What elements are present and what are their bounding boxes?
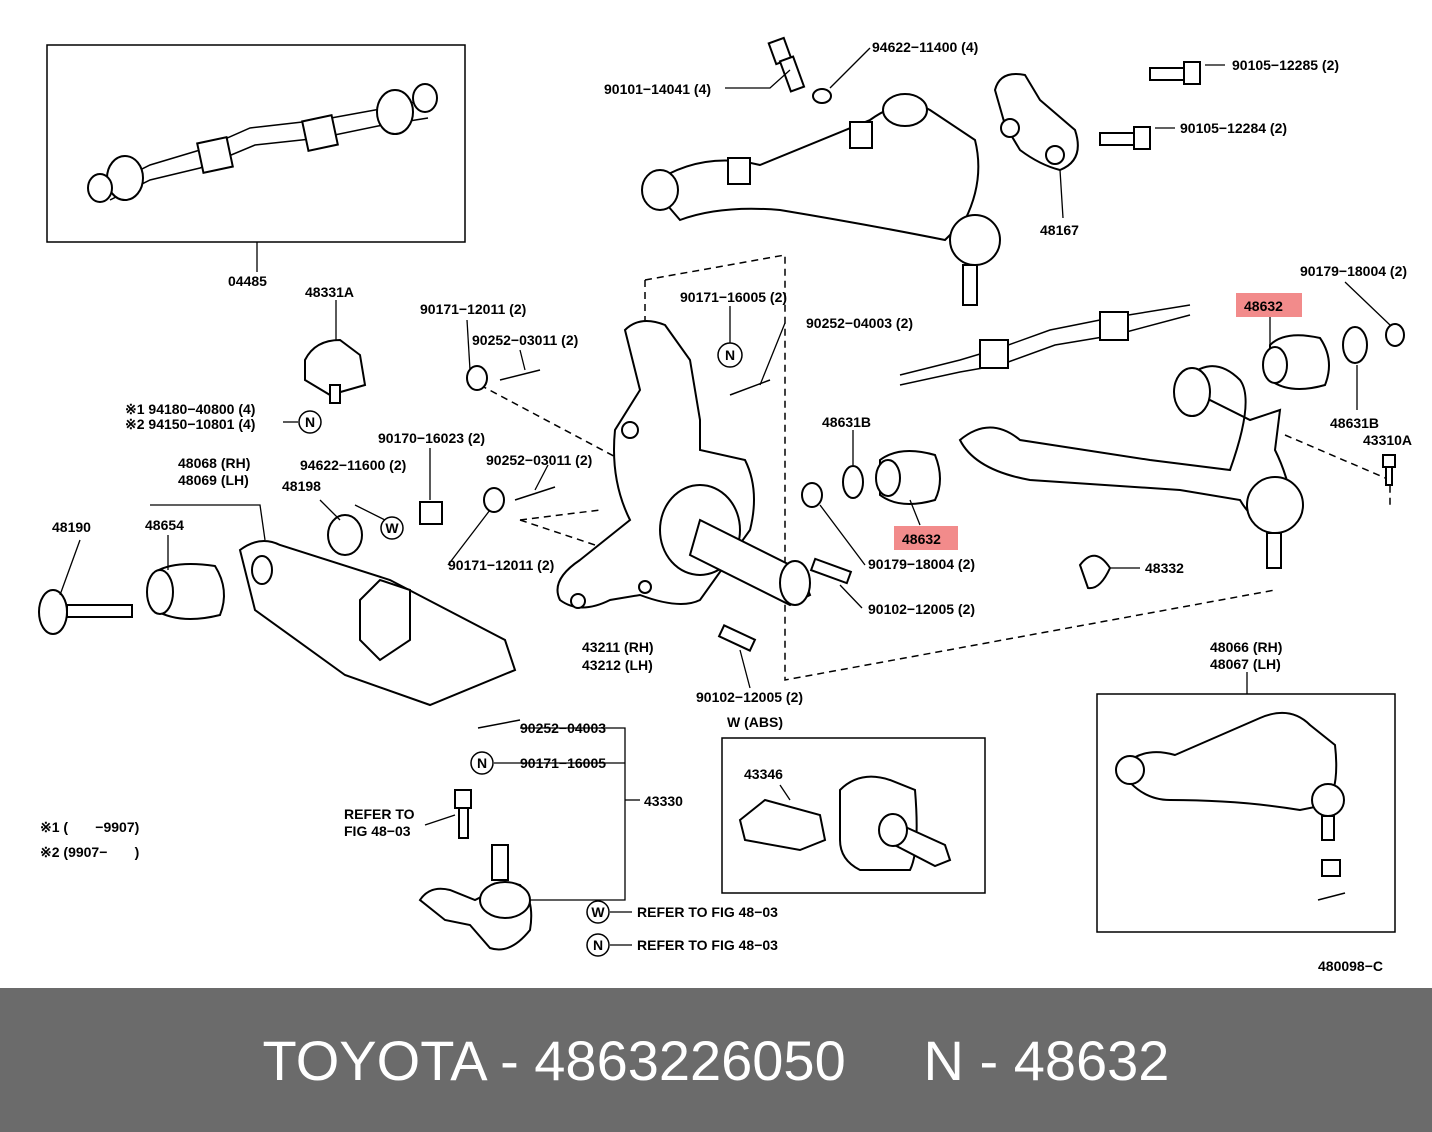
marker-w-2: W	[586, 900, 610, 924]
label-figure-id: 480098−C	[1318, 958, 1383, 974]
upper-arm-assembly-box	[1096, 693, 1396, 933]
label-43212: 43212 (LH)	[582, 657, 653, 673]
label-90105-12285: 90105−12285 (2)	[1232, 57, 1339, 73]
parts-diagram: N N W N W N	[38, 36, 1412, 974]
label-w-abs: W (ABS)	[727, 714, 783, 730]
footer-part-number: TOYOTA - 4863226050 N - 48632	[262, 1028, 1170, 1092]
label-90102-12005-bottom: 90102−12005 (2)	[696, 689, 803, 705]
bolts-90105-drawing	[1099, 61, 1201, 150]
lower-arm-drawing	[238, 540, 517, 707]
label-90171-16005: 90171−16005 (2)	[680, 289, 787, 305]
svg-text:N: N	[593, 937, 603, 953]
label-48069: 48069 (LH)	[178, 472, 249, 488]
label-refer-to: REFER TO	[344, 806, 415, 822]
svg-text:N: N	[725, 347, 735, 363]
label-48066: 48066 (RH)	[1210, 639, 1282, 655]
upper-arm-assembly-drawing	[1115, 711, 1346, 901]
stabilizer-bar-drawing	[87, 83, 438, 203]
label-90105-12284: 90105−12284 (2)	[1180, 120, 1287, 136]
label-48631B-right: 48631B	[1330, 415, 1379, 431]
ball-joint-43330-drawing	[418, 719, 533, 951]
label-43346: 43346	[744, 766, 783, 782]
label-90171-16005-b: 90171−16005	[520, 755, 606, 771]
label-90171-12011-b: 90171−12011 (2)	[448, 557, 554, 573]
label-refer-n: REFER TO FIG 48−03	[637, 937, 778, 953]
marker-n-2: N	[298, 410, 322, 434]
bushing-48632-mid-drawing	[801, 450, 941, 508]
washer-94622-drawing	[419, 501, 443, 525]
label-note-2: ※2 (9907− )	[40, 844, 139, 860]
label-48654: 48654	[145, 517, 184, 533]
label-90179-18004-mid: 90179−18004 (2)	[868, 556, 975, 572]
label-90252-04003: 90252−04003 (2)	[806, 315, 913, 331]
label-48190: 48190	[52, 519, 91, 535]
label-48068: 48068 (RH)	[178, 455, 250, 471]
svg-text:N: N	[305, 414, 315, 430]
upper-arm-top-drawing	[641, 93, 1001, 306]
abs-sensor-drawing	[738, 775, 952, 871]
label-90171-12011-a: 90171−12011 (2)	[420, 301, 526, 317]
marker-n-4: N	[586, 933, 610, 957]
footer-bar: TOYOTA - 4863226050 N - 48632	[0, 988, 1432, 1132]
label-48632-top: 48632	[1244, 298, 1283, 314]
marker-n-1: N	[717, 342, 743, 368]
bushing-48632-top-drawing	[1262, 323, 1405, 390]
label-94622-11400: 94622−11400 (4)	[872, 39, 978, 55]
label-90252-03011-b: 90252−03011 (2)	[486, 452, 592, 468]
label-43330: 43330	[644, 793, 683, 809]
label-48632-mid: 48632	[902, 531, 941, 547]
highlight-48632-top	[1236, 293, 1302, 317]
bushing-48654-drawing	[146, 563, 225, 620]
label-note-1: ※1 ( −9907)	[40, 819, 139, 835]
label-90252-03011-a: 90252−03011 (2)	[472, 332, 578, 348]
label-90179-18004-top: 90179−18004 (2)	[1300, 263, 1407, 279]
label-94150-10801: ※2 94150−10801 (4)	[125, 416, 255, 432]
label-fig-48-03: FIG 48−03	[344, 823, 411, 839]
label-refer-w: REFER TO FIG 48−03	[637, 904, 778, 920]
label-94180-40800: ※1 94180−40800 (4)	[125, 401, 255, 417]
upper-arm-right-drawing	[899, 304, 1304, 569]
label-48167: 48167	[1040, 222, 1079, 238]
label-48631B-mid: 48631B	[822, 414, 871, 430]
label-48198: 48198	[282, 478, 321, 494]
abs-inset-box	[721, 737, 986, 894]
stabilizer-bar-inset-box	[46, 44, 466, 243]
bolt-90101-drawing	[767, 36, 832, 104]
bracket-48167-drawing	[993, 73, 1079, 172]
steering-knuckle-drawing	[556, 320, 812, 609]
marker-n-3: N	[470, 751, 494, 775]
svg-text:W: W	[385, 520, 399, 536]
bolt-43310A-drawing	[1382, 454, 1396, 486]
washer-48198-drawing	[327, 514, 363, 556]
bolt-48190-drawing	[38, 589, 133, 635]
label-90252-04003-b: 90252−04003	[520, 720, 606, 736]
label-48332: 48332	[1145, 560, 1184, 576]
label-43310A: 43310A	[1363, 432, 1412, 448]
label-94622-11600: 94622−11600 (2)	[300, 457, 406, 473]
highlight-48632-mid	[894, 526, 958, 550]
bushing-48331A-drawing	[304, 338, 367, 404]
label-48067: 48067 (LH)	[1210, 656, 1281, 672]
label-04485: 04485	[228, 273, 267, 289]
label-90102-12005-right: 90102−12005 (2)	[868, 601, 975, 617]
label-43211: 43211 (RH)	[582, 639, 654, 655]
stopper-48332-drawing	[1078, 554, 1112, 590]
knuckle-fasteners-drawing	[466, 365, 853, 652]
label-90101-14041: 90101−14041 (4)	[604, 81, 711, 97]
marker-w-1: W	[380, 516, 404, 540]
svg-text:W: W	[591, 904, 605, 920]
leader-lines	[59, 47, 1391, 946]
label-48331A: 48331A	[305, 284, 354, 300]
label-90170-16023: 90170−16023 (2)	[378, 430, 485, 446]
svg-text:N: N	[477, 755, 487, 771]
